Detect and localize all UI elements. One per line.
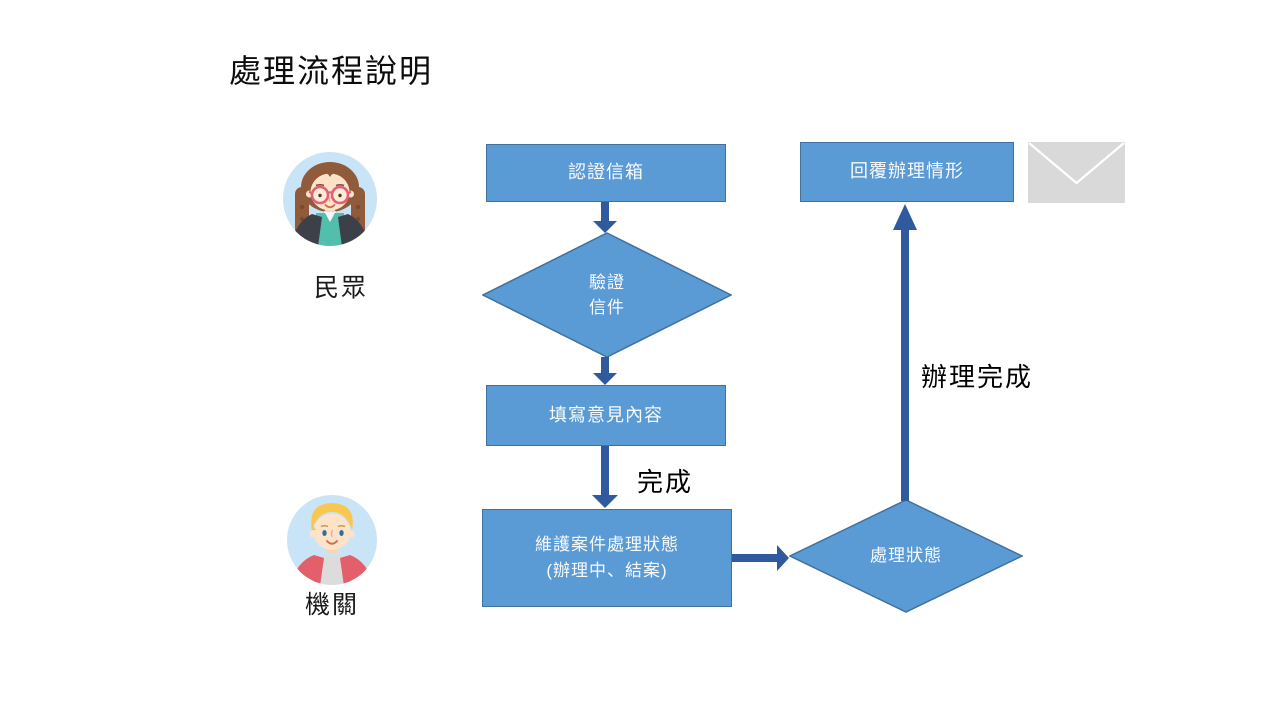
boy-avatar-icon [287,495,377,585]
flow-node-fill-opinion-label: 填寫意見內容 [549,404,663,425]
arrow-right-icon [732,545,789,571]
page-title: 處理流程說明 [229,53,434,89]
edge-label-done: 辦理完成 [921,362,1034,392]
flow-node-reply-status: 回覆辦理情形 [800,142,1014,202]
flow-node-maintain-status-line2: (辦理中、結案) [546,561,668,580]
flow-node-verify-letter-line1: 驗證 [589,272,625,292]
flow-node-reply-status-label: 回覆辦理情形 [850,161,964,182]
flow-node-processing-status-label: 處理狀態 [870,546,942,566]
edge-label-complete: 完成 [637,467,694,497]
envelope-icon [1028,142,1125,203]
arrow-up-icon [893,204,917,501]
arrow-down-icon [593,357,617,385]
arrow-down-icon [592,446,618,508]
flow-node-verify-mailbox-label: 認證信箱 [568,162,644,183]
flow-node-processing-status: 處理狀態 [789,499,1023,613]
flow-node-verify-letter: 驗證 信件 [482,232,732,358]
decision-diamond-shape [789,499,1023,613]
actor-agency-label: 機關 [304,591,359,619]
flow-node-maintain-status: 維護案件處理狀態 (辦理中、結案) [482,509,732,607]
girl-avatar-icon [283,152,377,246]
actor-citizen-label: 民眾 [313,274,368,302]
flow-node-maintain-status-line1: 維護案件處理狀態 [535,534,679,554]
flow-node-verify-mailbox: 認證信箱 [486,144,726,202]
flow-node-verify-letter-line2: 信件 [589,298,625,317]
arrow-down-icon [593,202,617,233]
flow-node-fill-opinion: 填寫意見內容 [486,385,726,446]
